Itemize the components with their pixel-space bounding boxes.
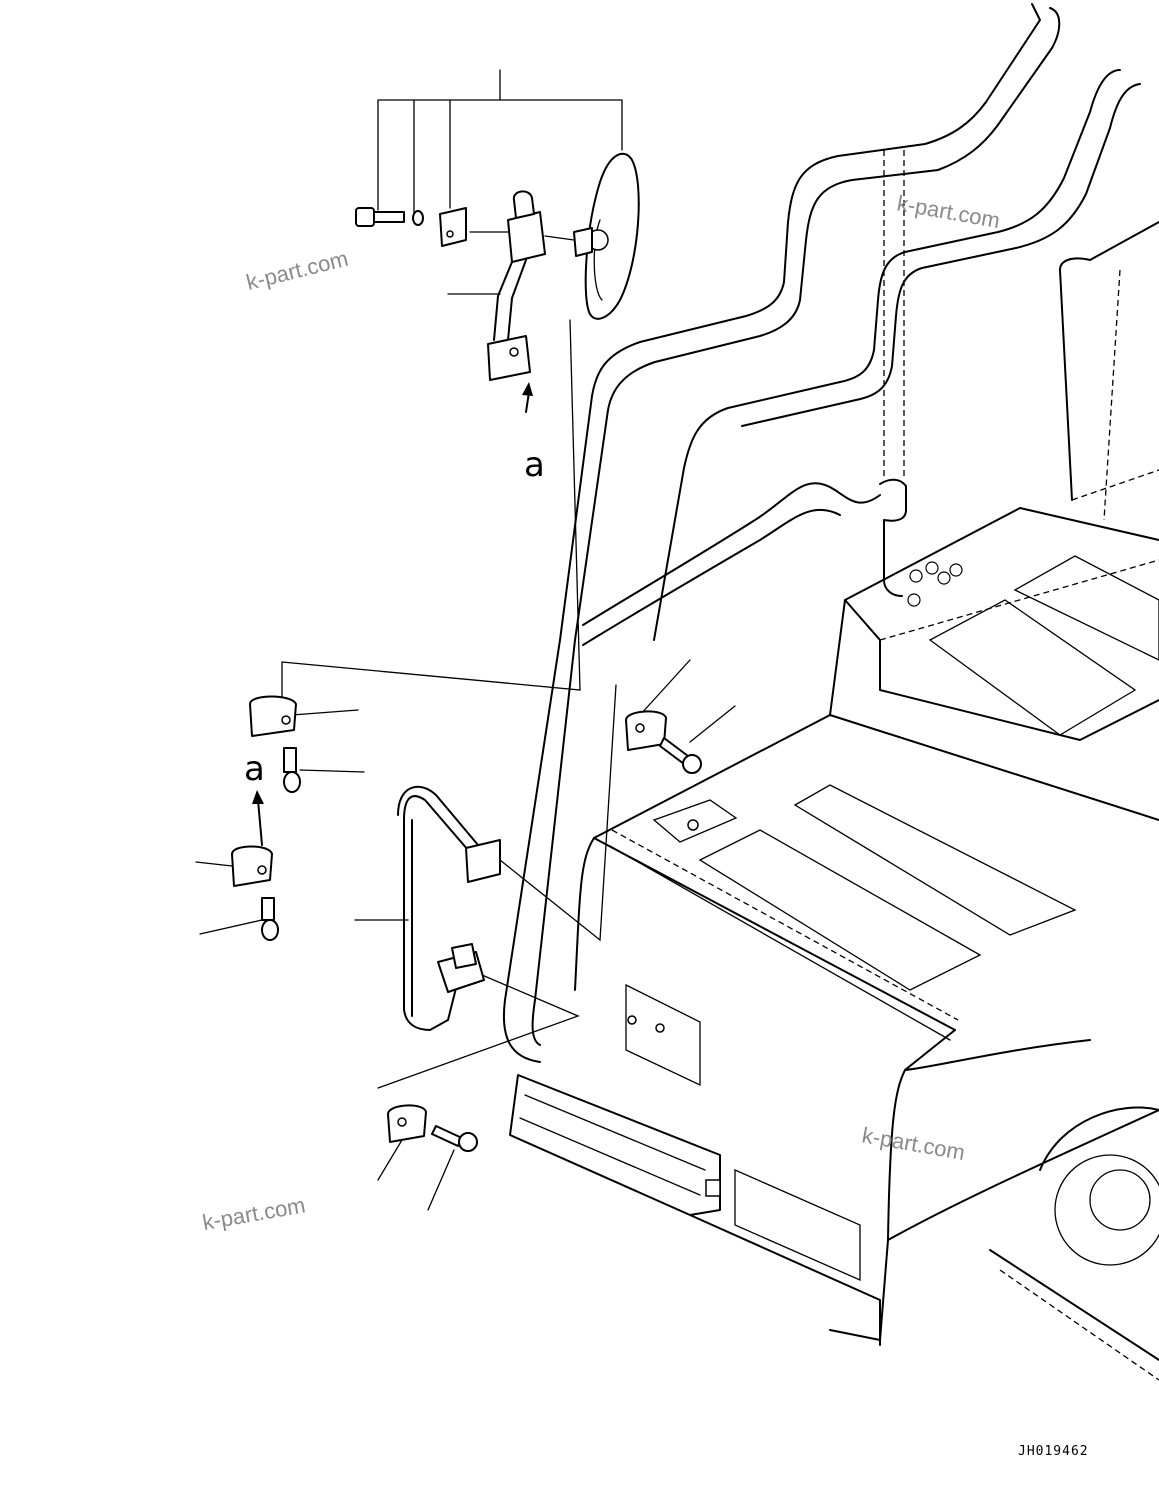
drawing-code: JH019462 bbox=[1018, 1444, 1089, 1459]
bolt-icon bbox=[355, 207, 424, 227]
leader-lines bbox=[195, 69, 736, 1211]
bolt-icon bbox=[283, 747, 301, 793]
bolt-icon bbox=[659, 737, 702, 774]
bracket-icon bbox=[249, 695, 297, 737]
clamp-icon bbox=[487, 335, 533, 413]
callout-letter-a-top: a bbox=[524, 445, 545, 485]
arrow-icon bbox=[252, 790, 264, 846]
mirror-icon bbox=[584, 152, 640, 320]
machine-body bbox=[503, 3, 1159, 1381]
bracket-icon bbox=[231, 845, 273, 887]
bracket-icon bbox=[625, 710, 667, 751]
bolt-icon bbox=[261, 897, 279, 941]
mirror-arm-icon bbox=[469, 190, 593, 341]
bolt-icon bbox=[431, 1125, 478, 1152]
bracket-icon bbox=[439, 207, 467, 247]
callout-letter-a-left: a bbox=[244, 749, 265, 789]
bracket-icon bbox=[387, 1104, 427, 1143]
handrail-icon bbox=[397, 785, 501, 1031]
